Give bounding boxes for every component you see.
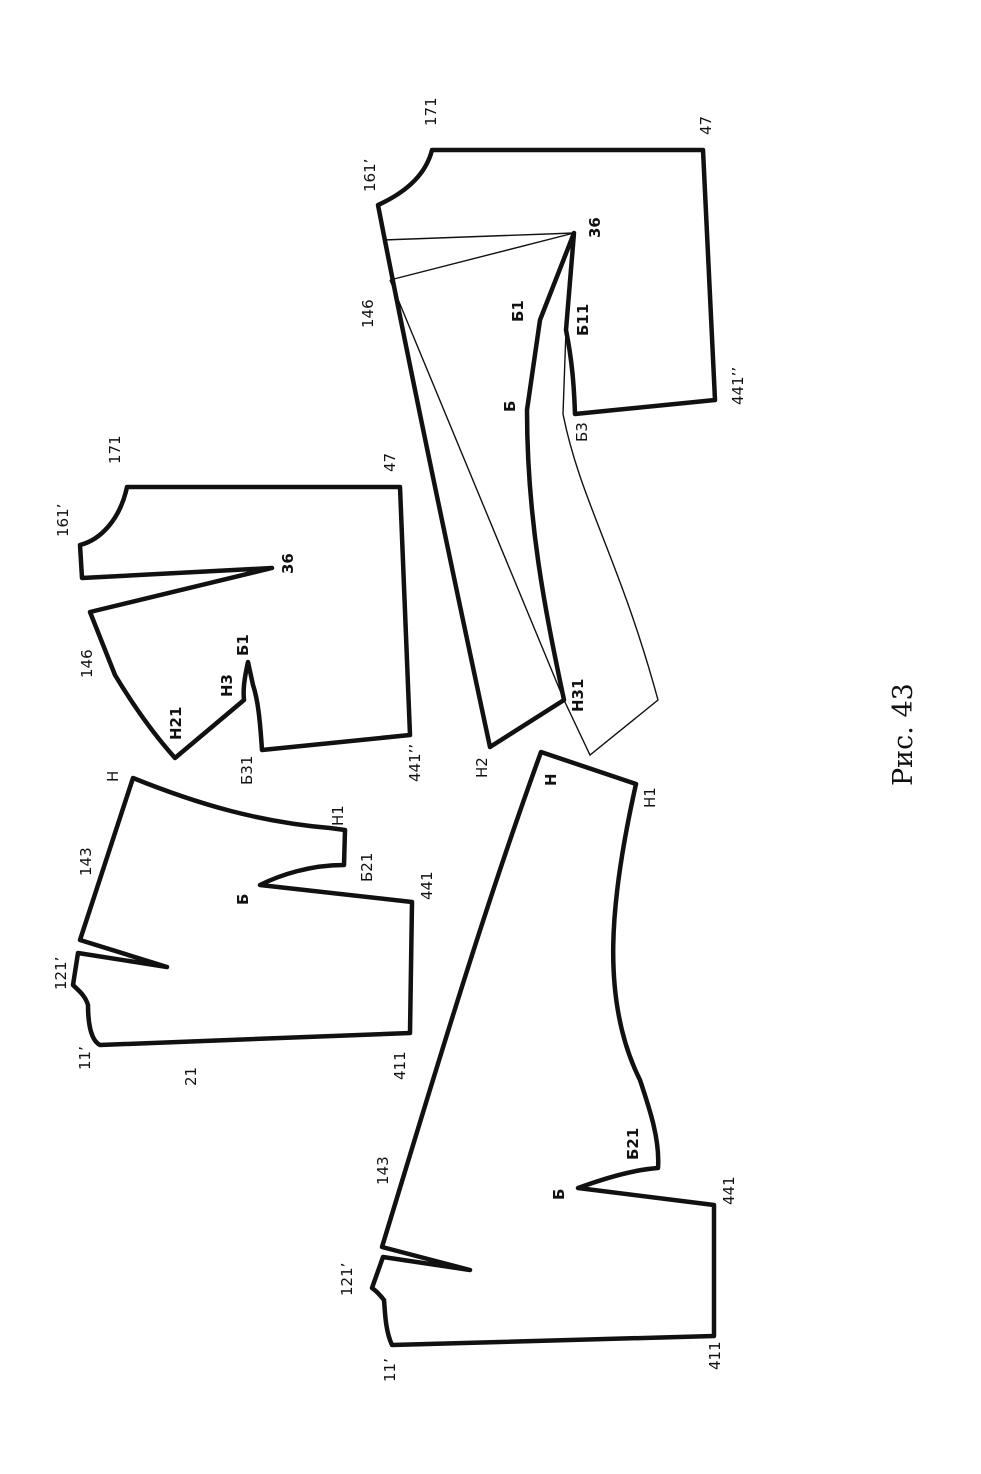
label-121: 121’ (338, 1263, 356, 1296)
back-pattern-middle: 171 161’ 47 36 146 Б1 Н3 Н21 Б31 441’’ (54, 435, 424, 785)
label-B21: Б21 (358, 853, 376, 882)
label-H31: Н31 (569, 679, 587, 712)
label-146: 146 (359, 299, 377, 328)
label-36: 36 (279, 553, 297, 574)
label-441: 441’’ (406, 744, 424, 782)
label-441: 441’’ (729, 367, 747, 405)
label-146: 146 (78, 649, 96, 678)
label-143: 143 (374, 1156, 392, 1185)
label-B11: Б11 (574, 304, 592, 336)
label-441: 441 (418, 871, 436, 900)
label-H1: Н1 (329, 805, 347, 826)
back-upper-construction-lines (382, 232, 659, 757)
label-36: 36 (586, 217, 604, 238)
label-H1: Н1 (641, 787, 659, 808)
label-H2: Н2 (473, 757, 491, 778)
front-pattern-large: Н Н1 Б21 Б 441 143 121’ 11’ 411 (338, 749, 738, 1382)
front-pattern-small: Н 143 121’ Н1 Б21 Б 441 11’ 21 411 (52, 771, 436, 1086)
label-B1: Б1 (509, 300, 527, 322)
label-161: 161’ (54, 504, 72, 537)
label-H3: Н3 (218, 674, 236, 697)
figure-caption: Рис. 43 (888, 683, 919, 786)
label-H: Н (542, 773, 560, 786)
label-H: Н (104, 771, 122, 782)
back-middle-outline (77, 484, 413, 761)
label-47: 47 (697, 116, 715, 135)
label-161: 161’ (361, 159, 379, 192)
front-small-outline (70, 775, 415, 1048)
label-H21: Н21 (167, 707, 185, 740)
label-21: 21 (182, 1067, 200, 1086)
label-B: Б (550, 1189, 568, 1200)
label-11: 11’ (381, 1358, 399, 1382)
label-411: 411 (706, 1341, 724, 1370)
back-pattern-upper: 171 161’ 47 36 146 Б1 Б11 Б Б3 441’’ Н31… (359, 97, 747, 778)
back-upper-outline (375, 147, 718, 750)
label-B3: Б3 (573, 422, 591, 442)
front-large-outline (369, 749, 717, 1348)
label-121: 121’ (52, 957, 70, 990)
label-B31: Б31 (238, 756, 256, 785)
label-47: 47 (381, 453, 399, 472)
label-B: Б (234, 894, 252, 905)
label-11: 11’ (76, 1046, 94, 1070)
label-B1: Б1 (234, 634, 252, 656)
label-171: 171 (106, 435, 124, 464)
label-143: 143 (77, 847, 95, 876)
label-B21: Б21 (624, 1128, 642, 1160)
label-411: 411 (391, 1051, 409, 1080)
label-171: 171 (422, 97, 440, 126)
label-B: Б (501, 401, 519, 412)
label-441: 441 (720, 1176, 738, 1205)
